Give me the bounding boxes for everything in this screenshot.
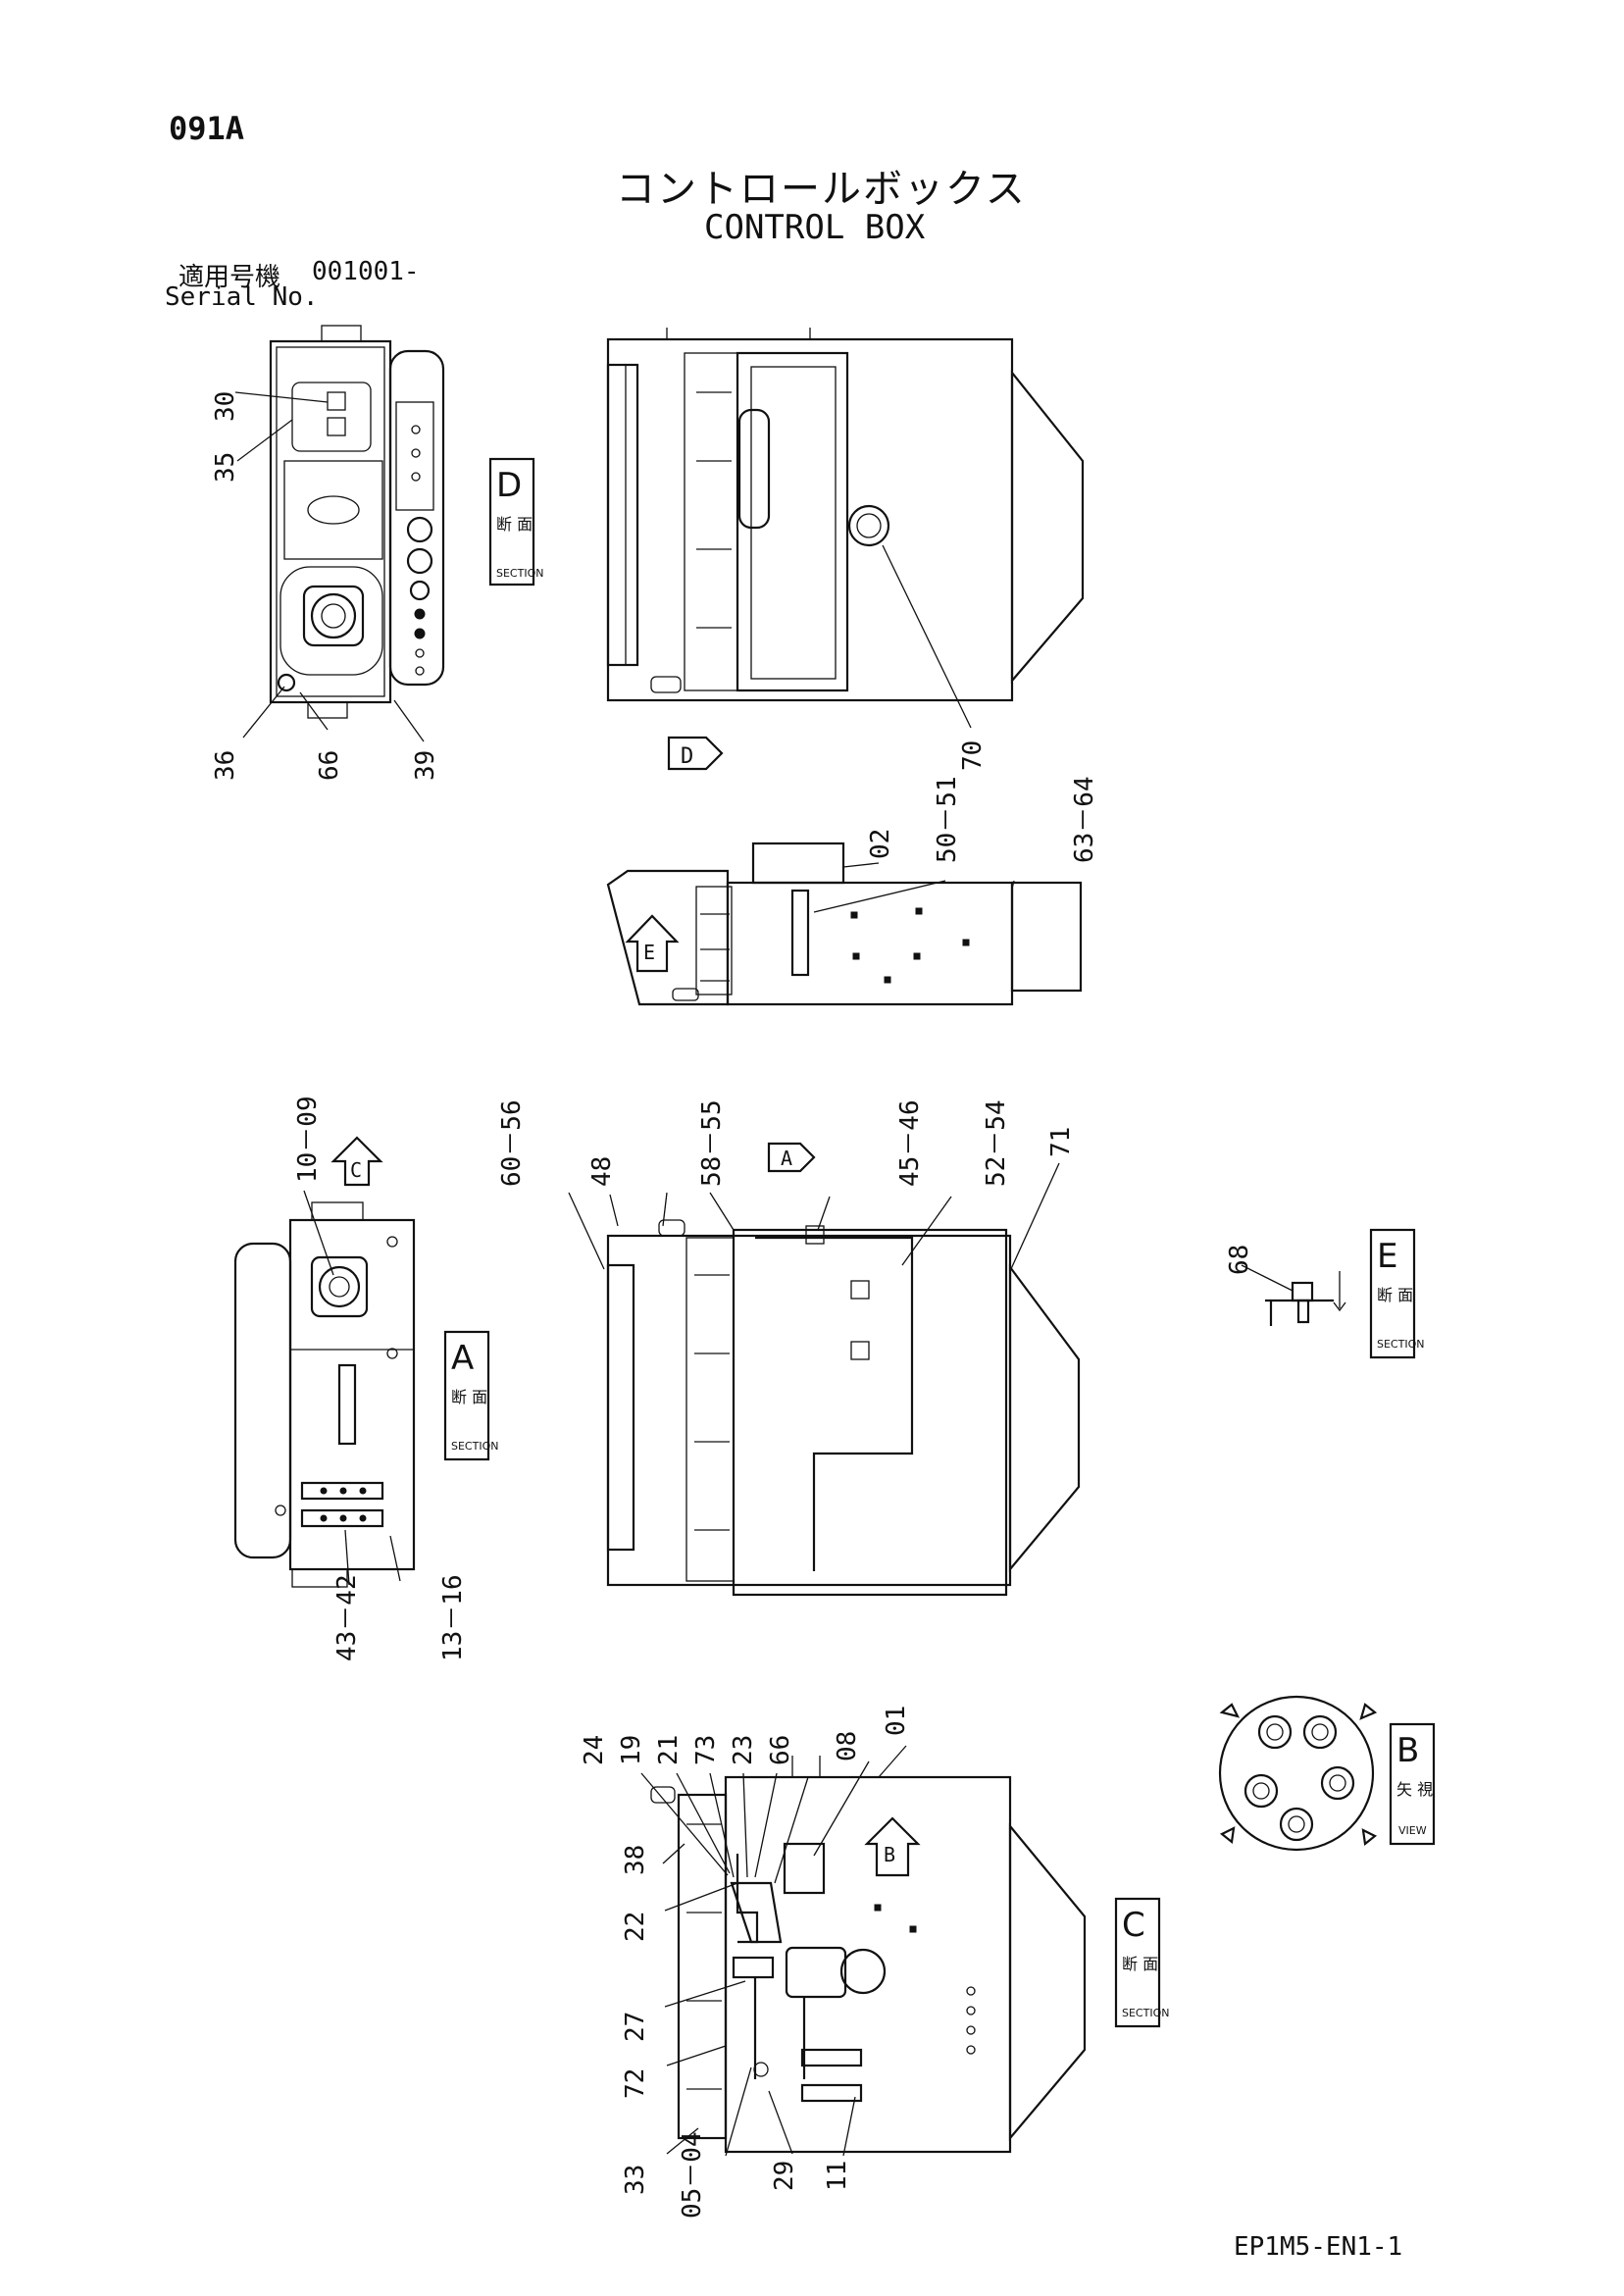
section-e-detail [1265, 1271, 1346, 1326]
svg-text:C: C [350, 1158, 362, 1182]
section-c-view [650, 1756, 1087, 2154]
svg-text:A: A [451, 1339, 474, 1378]
callout-21: 21 [654, 1735, 684, 1765]
callout-58-55: 58－55 [697, 1099, 727, 1187]
section-label-c: C 断 面 SECTION [1114, 1897, 1169, 2028]
svg-text:断 面: 断 面 [451, 1388, 487, 1406]
callout-60-56: 60－56 [497, 1099, 527, 1187]
callout-50-51: 50－51 [933, 776, 962, 863]
callout-05-04: 05－04 [678, 2131, 707, 2219]
callout-19: 19 [617, 1735, 646, 1765]
view-arrow-d: D [667, 736, 724, 771]
svg-text:C: C [1122, 1906, 1145, 1945]
view-arrow-e: E [625, 914, 680, 973]
callout-66: 66 [315, 750, 344, 781]
svg-text:D: D [496, 466, 522, 505]
callout-35: 35 [211, 452, 240, 483]
svg-text:矢 視: 矢 視 [1396, 1780, 1433, 1799]
callout-71: 71 [1046, 1127, 1076, 1157]
svg-text:断 面: 断 面 [1377, 1286, 1413, 1304]
side-view-upper [606, 328, 1085, 702]
callout-72: 72 [621, 2068, 650, 2099]
callout-23: 23 [729, 1735, 758, 1765]
document-code: EP1M5-EN1-1 [1234, 2232, 1403, 2262]
callout-10-09: 10－09 [293, 1096, 323, 1183]
callout-labels: 30 35 36 66 39 70 02 50－51 63－64 10－09 4… [211, 391, 1254, 2219]
callout-24: 24 [580, 1735, 609, 1765]
leader-lines [234, 391, 1294, 2157]
callout-39: 39 [411, 750, 440, 781]
svg-text:SECTION: SECTION [451, 1440, 498, 1453]
section-label-e: E 断 面 SECTION [1369, 1228, 1424, 1359]
callout-08: 08 [833, 1731, 862, 1761]
svg-text:E: E [643, 941, 655, 964]
callout-63-64: 63－64 [1070, 776, 1099, 863]
svg-text:SECTION: SECTION [1122, 2007, 1169, 2019]
callout-36: 36 [211, 750, 240, 781]
callout-48: 48 [587, 1156, 617, 1187]
section-a-view [233, 1201, 416, 1588]
page-code: 091A [169, 110, 245, 147]
svg-text:D: D [681, 744, 693, 769]
svg-text:SECTION: SECTION [1377, 1338, 1424, 1351]
svg-text:断 面: 断 面 [496, 515, 533, 534]
svg-text:B: B [1396, 1731, 1419, 1770]
callout-66b: 66 [766, 1735, 795, 1765]
callout-01: 01 [882, 1706, 911, 1736]
section-label-d: D 断 面 SECTION [488, 457, 543, 587]
callout-43-42: 43－42 [332, 1574, 362, 1661]
serial-label-english: Serial No. [165, 282, 319, 312]
callout-70: 70 [958, 740, 988, 771]
view-b-connector [1218, 1695, 1378, 1852]
svg-text:A: A [781, 1147, 792, 1170]
callout-13-16: 13－16 [438, 1574, 468, 1661]
side-view-center [606, 1219, 1081, 1597]
callout-52-54: 52－54 [982, 1099, 1011, 1187]
callout-38: 38 [621, 1845, 650, 1875]
svg-text:断 面: 断 面 [1122, 1955, 1158, 1973]
svg-text:SECTION: SECTION [496, 567, 543, 580]
serial-value: 001001- [312, 257, 420, 286]
callout-11: 11 [823, 2161, 852, 2191]
callout-33: 33 [621, 2165, 650, 2195]
callout-02: 02 [866, 829, 895, 859]
serial-label-japanese: 適用号機 [178, 263, 281, 292]
callout-68: 68 [1225, 1245, 1254, 1275]
svg-text:B: B [884, 1843, 895, 1866]
title-english: CONTROL BOX [704, 208, 926, 247]
view-arrow-a: A [767, 1142, 816, 1173]
view-label-b: B 矢 視 VIEW [1389, 1722, 1436, 1846]
callout-29: 29 [770, 2161, 799, 2191]
callout-73: 73 [691, 1735, 721, 1765]
svg-text:VIEW: VIEW [1398, 1824, 1427, 1837]
view-arrow-c: C [330, 1136, 383, 1187]
callout-45-46: 45－46 [895, 1099, 925, 1187]
callout-27: 27 [621, 2012, 650, 2042]
callout-22: 22 [621, 1912, 650, 1942]
callout-30: 30 [211, 391, 240, 422]
svg-text:E: E [1377, 1237, 1397, 1276]
section-label-a: A 断 面 SECTION [443, 1330, 498, 1461]
front-panel-view [269, 325, 445, 719]
view-arrow-b: B [864, 1816, 921, 1877]
side-view-middle [606, 842, 1083, 1006]
title-japanese: コントロールボックス [616, 167, 1027, 212]
